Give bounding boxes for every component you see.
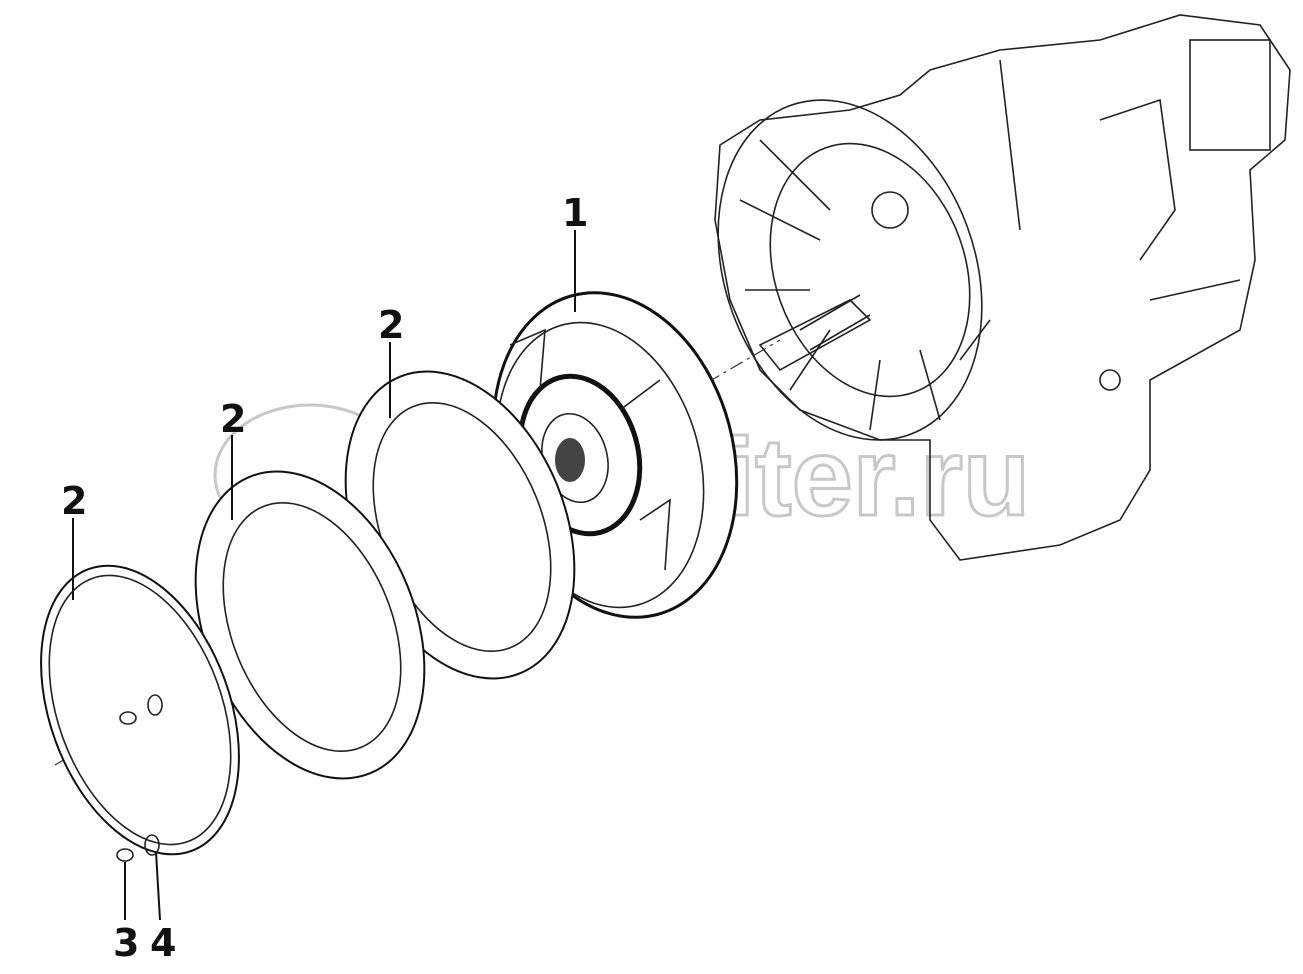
callout-1: 1 (562, 191, 588, 235)
callout-3: 3 (113, 921, 139, 965)
transmission-housing (714, 14, 1291, 561)
gasket-middle (194, 470, 426, 780)
callout-2-middle: 2 (220, 397, 246, 441)
bolt-upper (119, 694, 163, 725)
cover-plate-left (40, 564, 240, 856)
bolt-lower (116, 834, 160, 862)
callout-2-left: 2 (61, 479, 87, 523)
callout-4: 4 (150, 921, 176, 965)
callout-2-right: 2 (378, 303, 404, 347)
